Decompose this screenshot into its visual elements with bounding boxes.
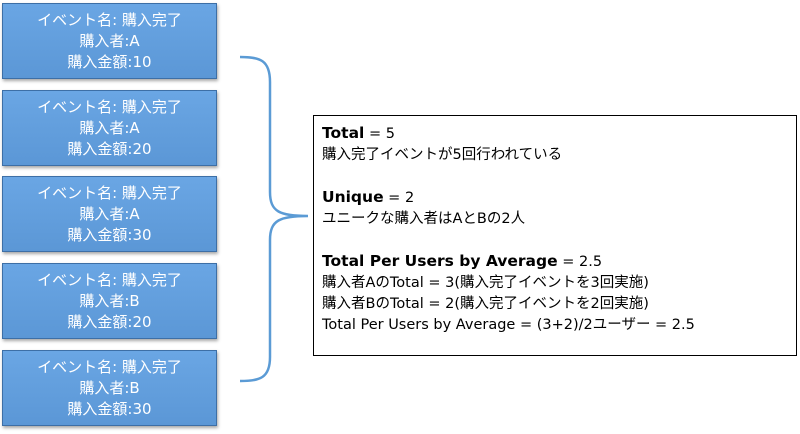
- event-box-1: イベント名: 購入完了 購入者:A 購入金額:10: [2, 3, 217, 79]
- brace-path: [239, 55, 309, 383]
- average-heading: Total Per Users by Average = 2.5: [322, 251, 788, 273]
- event-amount: 購入金額:10: [67, 52, 152, 71]
- event-buyer: 購入者:A: [79, 31, 140, 50]
- unique-label: Unique: [322, 188, 384, 206]
- event-box-2: イベント名: 購入完了 購入者:A 購入金額:20: [2, 90, 217, 166]
- event-buyer: 購入者:A: [79, 118, 140, 137]
- event-name: イベント名: 購入完了: [37, 270, 182, 289]
- spacer: [322, 230, 788, 251]
- average-line-2: 購入者BのTotal = 2(購入完了イベントを2回実施): [322, 296, 649, 312]
- event-amount: 購入金額:20: [67, 312, 152, 331]
- total-heading: Total = 5: [322, 123, 788, 145]
- event-name: イベント名: 購入完了: [37, 357, 182, 376]
- event-amount: 購入金額:20: [67, 139, 152, 158]
- total-value: = 5: [364, 126, 395, 142]
- event-buyer: 購入者:B: [79, 291, 140, 310]
- event-box-5: イベント名: 購入完了 購入者:B 購入金額:30: [2, 350, 217, 426]
- total-description: 購入完了イベントが5回行われている: [322, 147, 563, 163]
- event-box-4: イベント名: 購入完了 購入者:B 購入金額:20: [2, 263, 217, 339]
- grouping-brace: [239, 55, 309, 383]
- event-buyer: 購入者:B: [79, 378, 140, 397]
- spacer: [322, 166, 788, 187]
- event-name: イベント名: 購入完了: [37, 97, 182, 116]
- event-buyer: 購入者:A: [79, 204, 140, 223]
- summary-box: Total = 5 購入完了イベントが5回行われている Unique = 2 ユ…: [313, 115, 797, 356]
- event-name: イベント名: 購入完了: [37, 10, 182, 29]
- unique-description: ユニークな購入者はAとBの2人: [322, 211, 526, 227]
- average-label: Total Per Users by Average: [322, 252, 558, 270]
- average-line-3: Total Per Users by Average = (3+2)/2ユーザー…: [322, 317, 695, 333]
- unique-heading: Unique = 2: [322, 187, 788, 209]
- event-name: イベント名: 購入完了: [37, 183, 182, 202]
- event-amount: 購入金額:30: [67, 399, 152, 418]
- event-amount: 購入金額:30: [67, 225, 152, 244]
- unique-value: = 2: [383, 190, 415, 206]
- average-value: = 2.5: [557, 254, 603, 270]
- event-box-3: イベント名: 購入完了 購入者:A 購入金額:30: [2, 176, 217, 252]
- average-line-1: 購入者AのTotal = 3(購入完了イベントを3回実施): [322, 275, 649, 291]
- total-label: Total: [322, 124, 365, 142]
